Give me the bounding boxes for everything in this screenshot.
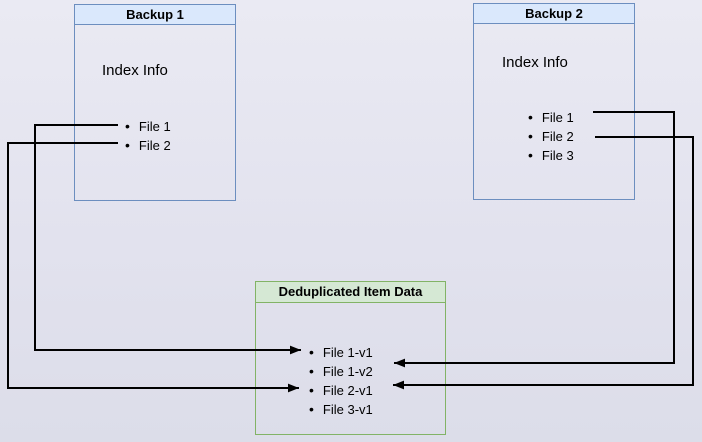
- backup1-title: Backup 1: [126, 7, 184, 22]
- dedup-header: Deduplicated Item Data: [256, 282, 445, 303]
- backup1-file-list: File 1File 2: [125, 117, 171, 155]
- list-item: File 1-v2: [309, 362, 373, 381]
- list-item: File 2: [528, 127, 574, 146]
- list-item: File 1: [125, 117, 171, 136]
- dedup-box: Deduplicated Item Data File 1-v1File 1-v…: [255, 281, 446, 435]
- backup1-header: Backup 1: [75, 5, 235, 25]
- list-item: File 2-v1: [309, 381, 373, 400]
- backup2-box: Backup 2 Index Info File 1File 2File 3: [473, 3, 635, 200]
- backup2-index-info-label: Index Info: [502, 54, 568, 71]
- list-item: File 3-v1: [309, 400, 373, 419]
- backup1-index-info-label: Index Info: [102, 62, 168, 79]
- list-item: File 2: [125, 136, 171, 155]
- dedup-title: Deduplicated Item Data: [278, 284, 423, 299]
- backup2-header: Backup 2: [474, 4, 634, 24]
- dedup-item-list: File 1-v1File 1-v2File 2-v1File 3-v1: [309, 343, 373, 419]
- list-item: File 1: [528, 108, 574, 127]
- list-item: File 1-v1: [309, 343, 373, 362]
- list-item: File 3: [528, 146, 574, 165]
- backup1-box: Backup 1 Index Info File 1File 2: [74, 4, 236, 201]
- backup2-file-list: File 1File 2File 3: [528, 108, 574, 165]
- backup2-title: Backup 2: [525, 6, 583, 21]
